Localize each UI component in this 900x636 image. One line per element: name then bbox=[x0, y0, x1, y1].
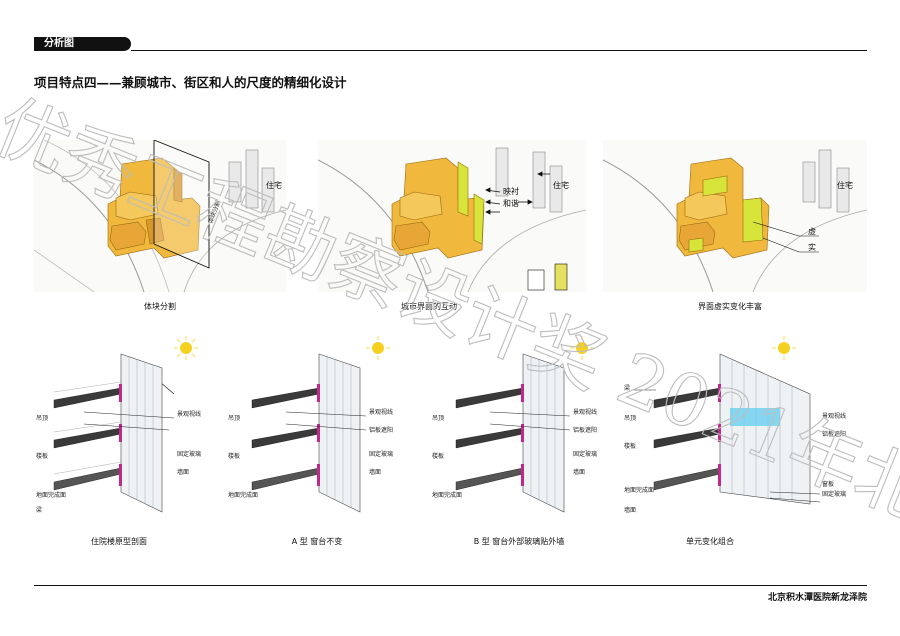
section-prototype: 吊顶 楼板 地面完成面 梁 景观视线 固定玻璃 墙面 bbox=[34, 332, 204, 524]
sightline-label: 景观视线 bbox=[573, 408, 597, 416]
residential-label: 住宅 bbox=[553, 180, 569, 190]
residential-label: 住宅 bbox=[266, 180, 282, 190]
wall-label: 墙面 bbox=[573, 468, 585, 476]
footer-rule bbox=[34, 585, 867, 586]
caption-section-unit-combo: 单元变化组合 bbox=[686, 537, 734, 546]
wall-label: 墙面 bbox=[369, 468, 381, 476]
section-tag-bar bbox=[34, 37, 131, 51]
page-title: 项目特点四——兼顾城市、街区和人的尺度的精细化设计 bbox=[34, 75, 347, 90]
slab-label: 楼板 bbox=[432, 452, 444, 460]
caption-massing-interface: 城市界面的互动 bbox=[401, 302, 457, 311]
beam-label: 梁 bbox=[624, 384, 630, 392]
floor-label: 地面完成面 bbox=[36, 491, 66, 499]
canopy-label: 吊顶 bbox=[432, 415, 444, 422]
canopy-label: 吊顶 bbox=[36, 415, 48, 422]
sightline-label: 景观视线 bbox=[177, 410, 201, 418]
caption-massing-solid-void: 界面虚实变化丰富 bbox=[698, 302, 762, 311]
floor-label: 地面完成面 bbox=[624, 486, 654, 494]
shading-label: 铝板遮阳 bbox=[573, 426, 597, 434]
wall-label: 墙面 bbox=[177, 468, 189, 476]
caption-massing-cut: 体块分割 bbox=[144, 302, 176, 311]
base-label: 墙面 bbox=[624, 506, 636, 514]
slab-label: 楼板 bbox=[228, 452, 240, 460]
shading-label: 铝板遮阳 bbox=[822, 430, 846, 438]
residential-label: 住宅 bbox=[837, 180, 853, 190]
header-rule bbox=[131, 50, 867, 51]
caption-section-type-a: A 型 窗台不变 bbox=[291, 537, 343, 546]
canopy-label: 吊顶 bbox=[228, 415, 240, 422]
slab-label: 楼板 bbox=[624, 442, 636, 450]
harmony-label: 和谐 bbox=[503, 198, 519, 208]
section-type-a: 吊顶 楼板 地面完成面 景观视线 铝板遮阳 固定玻璃 墙面 bbox=[226, 332, 402, 524]
void-label: 虚 bbox=[808, 226, 816, 236]
section-type-b: 吊顶 楼板 地面完成面 景观视线 铝板遮阳 固定玻璃 墙面 bbox=[430, 332, 606, 524]
glass-label: 固定玻璃 bbox=[369, 450, 393, 458]
floor-label: 地面完成面 bbox=[432, 491, 462, 499]
shading-label: 铝板遮阳 bbox=[369, 426, 393, 434]
building-mass bbox=[107, 157, 201, 259]
sill-label: 窗板 bbox=[822, 480, 834, 488]
beam-label: 梁 bbox=[36, 506, 42, 514]
caption-section-prototype: 住院楼原型剖面 bbox=[91, 537, 147, 546]
slab-label: 楼板 bbox=[36, 452, 48, 460]
reflect-label: 映衬 bbox=[503, 186, 519, 196]
massing-panel-solid-void: 虚 实 住宅 bbox=[603, 140, 867, 292]
glass-label: 固定玻璃 bbox=[822, 490, 846, 498]
canopy-label: 吊顶 bbox=[624, 415, 636, 422]
massing-panel-interface: 映衬 和谐 住宅 bbox=[318, 140, 586, 292]
sightline-label: 景观视线 bbox=[822, 412, 846, 420]
floor-label: 地面完成面 bbox=[228, 491, 258, 499]
glass-label: 固定玻璃 bbox=[573, 450, 597, 458]
section-tag: 分析图 bbox=[44, 38, 74, 49]
sightline-label: 景观视线 bbox=[369, 408, 393, 416]
massing-panel-cut: 体块分割 住宅 bbox=[34, 140, 286, 292]
project-name: 北京积水潭医院新龙泽院 bbox=[767, 593, 867, 603]
solid-label: 实 bbox=[808, 242, 816, 252]
glass-label: 固定玻璃 bbox=[177, 450, 201, 458]
caption-section-type-b: B 型 窗台外部玻璃贴外墙 bbox=[473, 537, 565, 546]
section-unit-combo: 梁 吊顶 楼板 地面完成面 墙面 景观视线 铝板遮阳 窗板 固定玻璃 bbox=[620, 332, 867, 524]
